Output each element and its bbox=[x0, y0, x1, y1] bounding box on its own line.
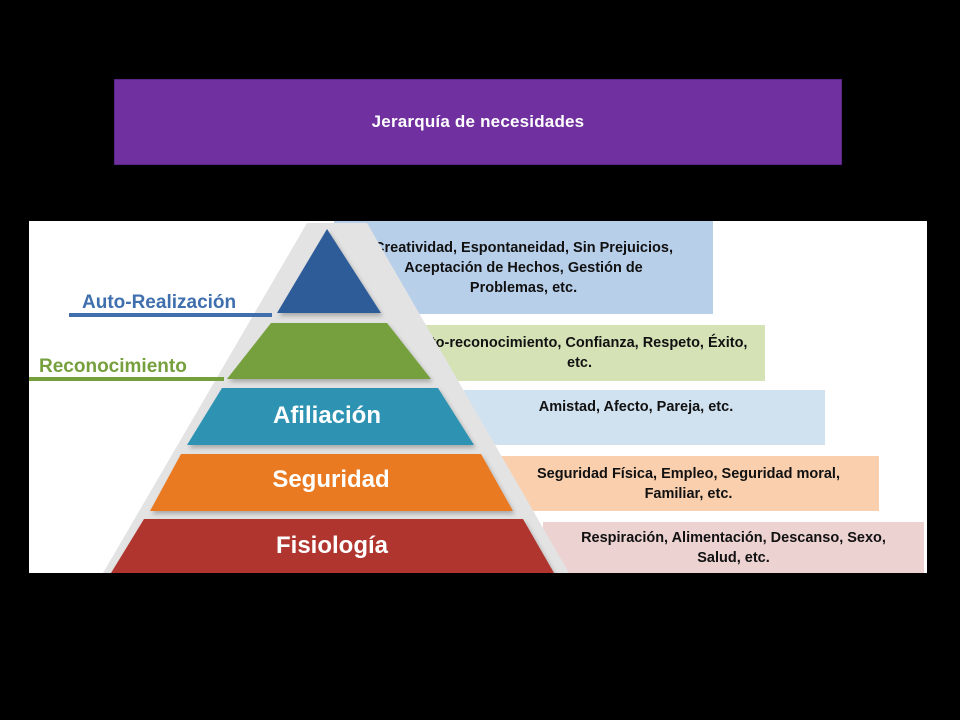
auto-realizacion-label: Auto-Realización bbox=[82, 292, 236, 313]
level-5-description: Respiración, Alimentación, Descanso, Sex… bbox=[581, 530, 886, 566]
auto-realizacion-underline bbox=[69, 313, 272, 317]
pyramid-level-5 bbox=[111, 519, 554, 573]
reconocimiento-underline bbox=[29, 377, 224, 381]
level-4-description-box: Seguridad Física, Empleo, Seguridad mora… bbox=[498, 456, 879, 511]
title-banner: Jerarquía de necesidades bbox=[114, 79, 842, 165]
pyramid-level-3 bbox=[187, 388, 474, 445]
level-5-description-box: Respiración, Alimentación, Descanso, Sex… bbox=[543, 522, 924, 573]
level-5-name: Fisiología bbox=[276, 532, 389, 559]
pyramid-level-1 bbox=[277, 229, 381, 313]
pyramid-level-2 bbox=[227, 323, 431, 379]
level-3-description: Amistad, Afecto, Pareja, etc. bbox=[538, 399, 734, 415]
level-3-name: Afiliación bbox=[273, 402, 381, 429]
pyramid-diagram: Creatividad, Espontaneidad, Sin Prejuici… bbox=[29, 221, 927, 573]
page-title: Jerarquía de necesidades bbox=[371, 112, 585, 131]
level-1-description: Creatividad, Espontaneidad, Sin Prejuici… bbox=[374, 239, 673, 296]
reconocimiento-label: Reconocimiento bbox=[39, 356, 187, 377]
level-4-description: Seguridad Física, Empleo, Seguridad mora… bbox=[537, 465, 840, 502]
pyramid-level-4 bbox=[150, 454, 513, 511]
level-2-description: Auto-reconocimiento, Confianza, Respeto,… bbox=[411, 335, 748, 371]
pyramid-svg: Afiliación Seguridad Fisiología Auto-Rea… bbox=[29, 223, 569, 573]
level-3-description-box: Amistad, Afecto, Pareja, etc. bbox=[447, 390, 825, 445]
level-2-description-box: Auto-reconocimiento, Confianza, Respeto,… bbox=[394, 325, 765, 381]
level-4-name: Seguridad bbox=[272, 466, 389, 493]
